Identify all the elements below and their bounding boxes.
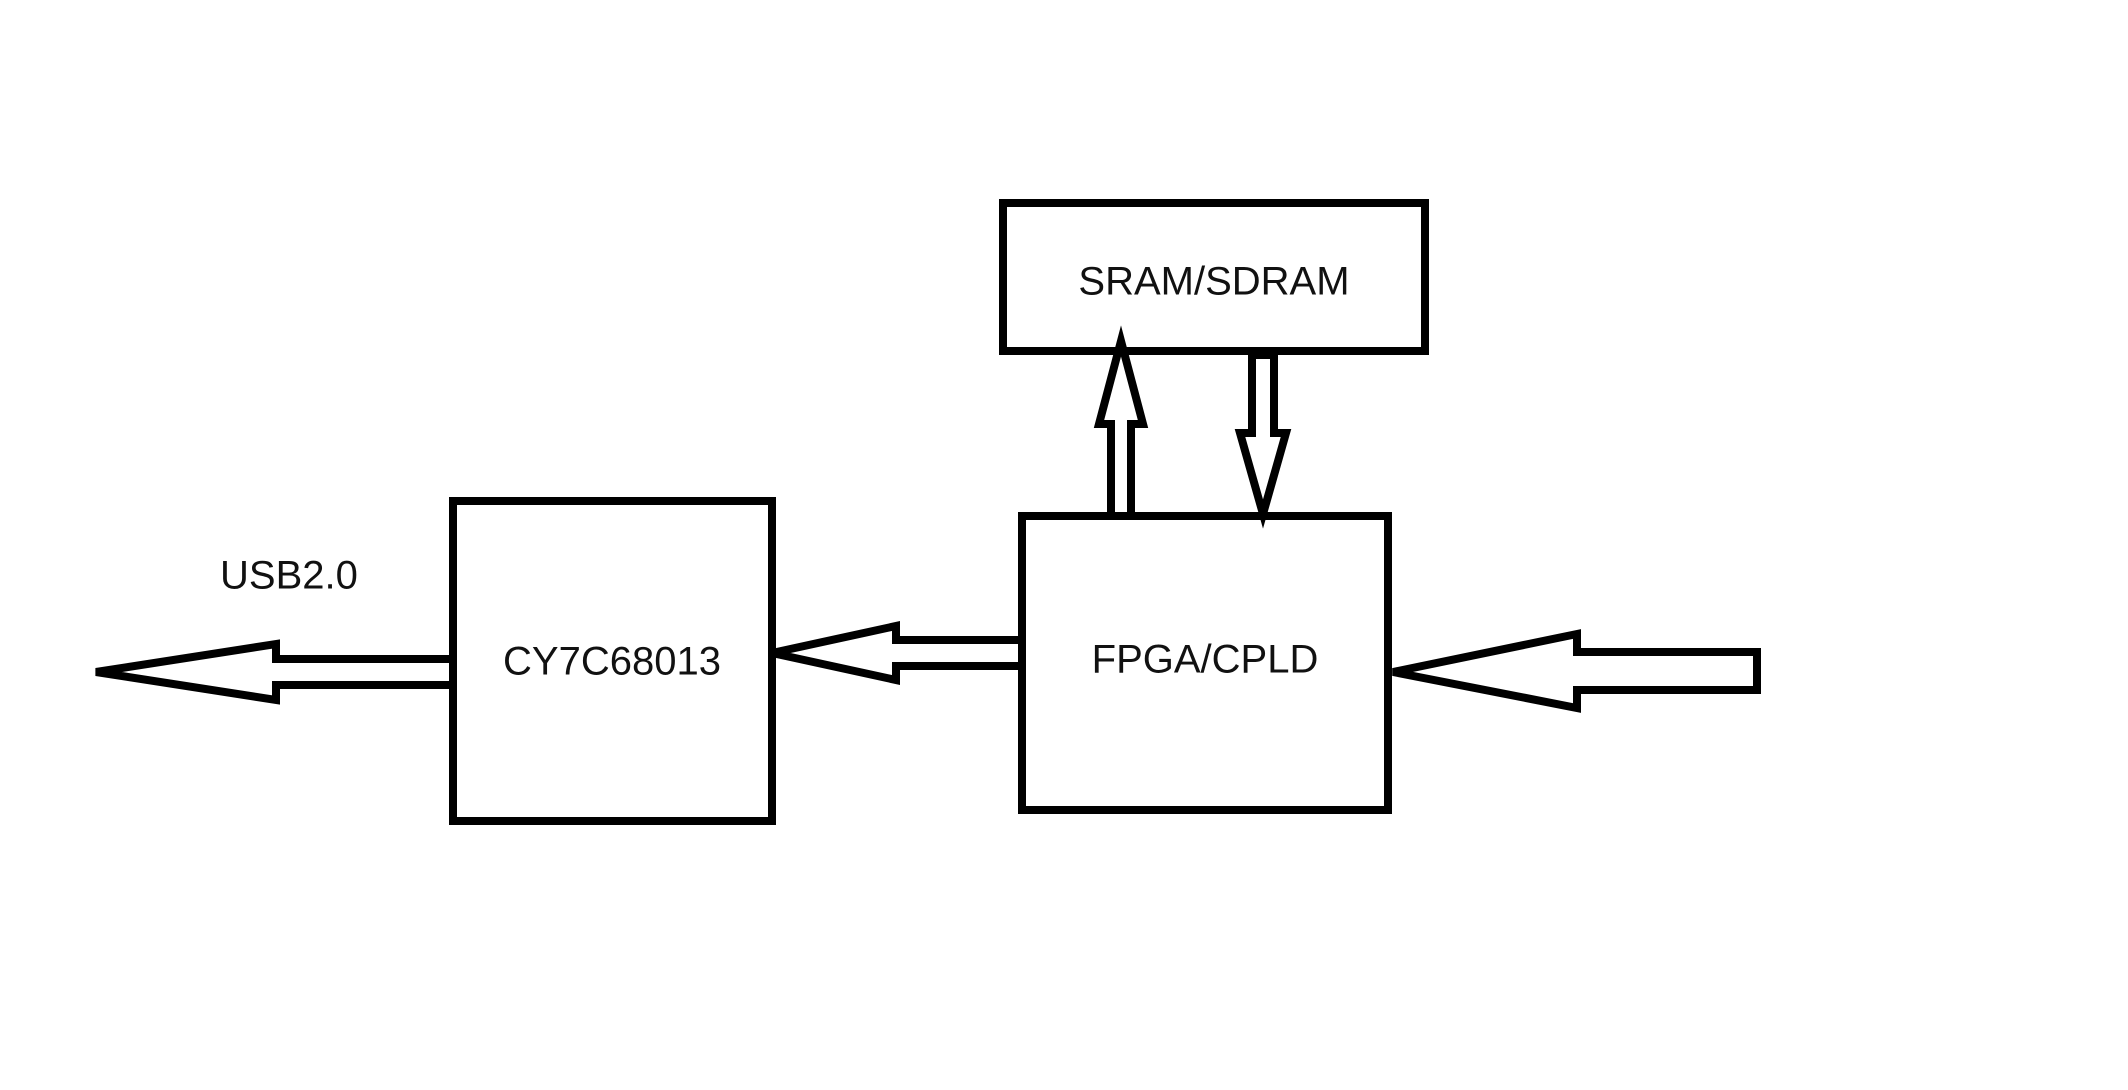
logic-to-memory-arrow [1093, 325, 1149, 520]
logic-block-label: FPGA/CPLD [1092, 638, 1319, 682]
usb-controller-block-label: CY7C68013 [503, 640, 721, 684]
usb-annotation: USB2.0 [220, 554, 358, 598]
memory-block: SRAM/SDRAM [999, 199, 1429, 355]
input-to-logic-arrow [1392, 629, 1761, 713]
logic-to-usb-arrow [771, 621, 1026, 685]
logic-block: FPGA/CPLD [1018, 512, 1392, 814]
usb-controller-block: CY7C68013 [449, 497, 776, 825]
memory-block-label: SRAM/SDRAM [1078, 260, 1349, 304]
memory-to-logic-arrow [1234, 351, 1292, 529]
usb-output-arrow-body [95, 639, 457, 705]
